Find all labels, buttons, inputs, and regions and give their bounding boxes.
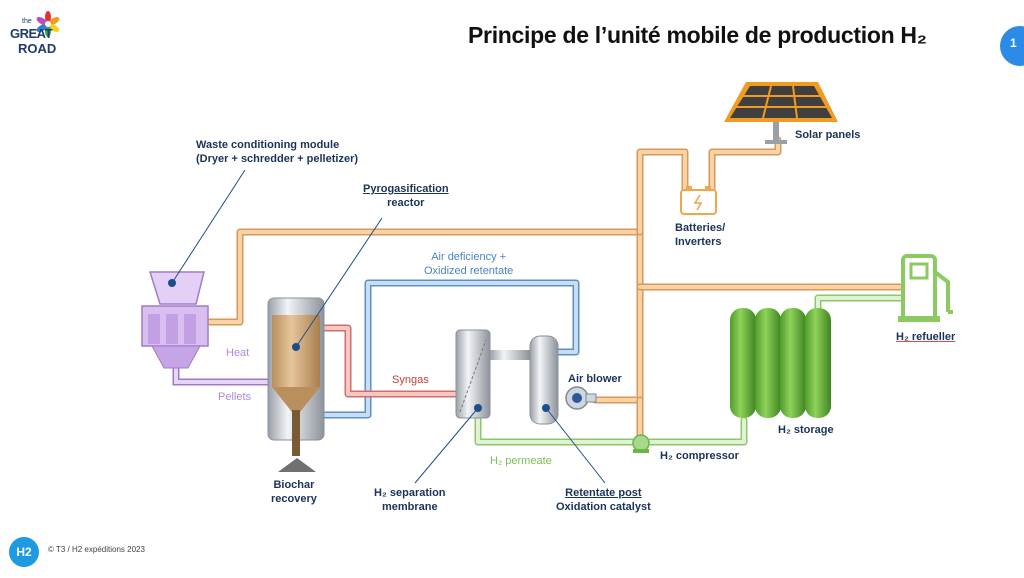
syngas-label: Syngas bbox=[392, 374, 429, 386]
pyro-reactor-label: Pyrogasification reactor bbox=[363, 182, 449, 210]
blue-pipe bbox=[318, 279, 580, 419]
batteries-label: Batteries/ Inverters bbox=[675, 221, 725, 249]
waste-module-label: Waste conditioning module (Dryer + schre… bbox=[196, 138, 358, 166]
separation-membrane bbox=[455, 329, 530, 419]
storage-label: H₂ storage bbox=[778, 424, 834, 436]
logo-line1: GREAT bbox=[10, 26, 53, 41]
retentate-line2: Oxidation catalyst bbox=[556, 501, 651, 513]
waste-module bbox=[141, 271, 209, 369]
flower-icon bbox=[36, 11, 60, 37]
page-title: Principe de l’unité mobile de production… bbox=[468, 22, 927, 48]
pellets-pipe bbox=[172, 362, 272, 386]
compressor-label: H₂ compressor bbox=[660, 450, 739, 462]
refueller-label: H₂ refueller bbox=[896, 331, 956, 343]
solar-panel-icon bbox=[724, 82, 838, 144]
page-number: 1 bbox=[1010, 36, 1017, 50]
battery-icon bbox=[680, 186, 717, 215]
footer-copyright: © T3 / H2 expéditions 2023 bbox=[48, 545, 145, 554]
membrane-line1: H₂ separation bbox=[374, 487, 446, 499]
air-blower-icon bbox=[565, 386, 597, 410]
air-def-line1: Air deficiency + bbox=[431, 251, 507, 263]
retentate-catalyst bbox=[529, 335, 559, 425]
batteries-line1: Batteries/ bbox=[675, 222, 726, 234]
orange-pipes bbox=[204, 136, 904, 442]
heat-label: Heat bbox=[226, 347, 250, 359]
retentate-line1: Retentate post bbox=[565, 487, 642, 499]
pyrogasification-reactor bbox=[267, 297, 325, 472]
great-road-logo: the GREAT ROAD bbox=[8, 10, 68, 62]
h2-storage-tanks bbox=[730, 308, 831, 418]
membrane-label: H₂ separation membrane bbox=[374, 486, 446, 514]
logo-small-text: the bbox=[22, 18, 32, 25]
logo-line2: ROAD bbox=[18, 41, 57, 56]
leader-lines bbox=[171, 169, 606, 484]
pellets-label: Pellets bbox=[218, 391, 252, 403]
biochar-label: Biochar recovery bbox=[271, 478, 317, 506]
syngas-pipe bbox=[318, 324, 462, 398]
pyro-line1: Pyrogasification bbox=[363, 183, 449, 195]
retentate-label: Retentate post Oxidation catalyst bbox=[556, 486, 651, 514]
solar-panels-label: Solar panels bbox=[795, 129, 861, 141]
fuel-pump-icon bbox=[898, 254, 953, 322]
compressor-icon bbox=[632, 434, 650, 453]
biochar-line1: Biochar bbox=[273, 479, 315, 491]
waste-module-line1: Waste conditioning module bbox=[196, 139, 340, 151]
air-def-line2: Oxidized retentate bbox=[424, 265, 514, 277]
pyro-line2: reactor bbox=[387, 197, 425, 209]
permeate-label: H₂ permeate bbox=[490, 455, 552, 467]
membrane-line2: membrane bbox=[381, 501, 438, 513]
waste-module-line2: (Dryer + schredder + pelletizer) bbox=[196, 153, 359, 165]
air-blower-label: Air blower bbox=[568, 373, 622, 385]
h2-expeditions-logo: H2 bbox=[9, 537, 39, 567]
batteries-line2: Inverters bbox=[675, 236, 722, 248]
biochar-line2: recovery bbox=[271, 493, 317, 505]
air-deficiency-label: Air deficiency + Oxidized retentate bbox=[424, 250, 513, 278]
